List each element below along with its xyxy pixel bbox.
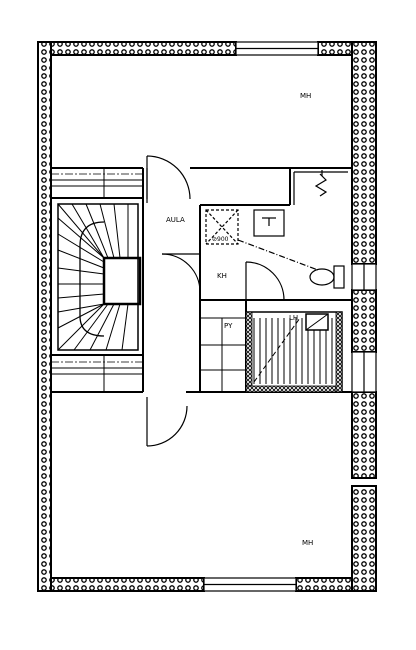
interior-walls [51, 167, 352, 393]
towel-rail-icon [314, 173, 328, 197]
sauna [245, 311, 343, 393]
wall-right-2 [351, 289, 377, 353]
room-label-lh: LH [289, 314, 298, 322]
wall-top-left [37, 41, 237, 56]
sauna-wall-hatch-bottom [245, 385, 343, 393]
shower-size-label: ⊘900 [212, 236, 229, 243]
wall-right-4 [351, 485, 377, 592]
staircase [57, 203, 142, 351]
wall-bottom-left [37, 577, 205, 592]
shower-area [205, 209, 239, 245]
hidden-lines [51, 173, 143, 363]
room-label-aula: AULA [166, 216, 185, 224]
door-wc[interactable] [161, 253, 201, 293]
partition-details [51, 168, 143, 392]
outer-walls [37, 41, 377, 592]
stair-well [102, 256, 142, 306]
window-right-2 [351, 351, 377, 393]
windows [203, 41, 377, 592]
sink-icon [253, 209, 285, 237]
sauna-wall-hatch-left [245, 311, 253, 393]
window-bottom [203, 577, 297, 592]
doors [146, 155, 285, 447]
closets [200, 317, 246, 392]
labels: MH AULA KH PY LH ⊘900 MH [166, 92, 313, 547]
window-right-1 [351, 263, 377, 291]
door-lower-bedroom[interactable] [146, 397, 188, 447]
bathroom-fixtures [205, 170, 348, 289]
room-label-mh-bottom: MH [302, 539, 313, 547]
sauna-wall-hatch-right [335, 311, 343, 393]
window-top [235, 41, 319, 56]
toilet-icon [309, 265, 345, 289]
room-label-py: PY [224, 322, 233, 330]
door-bathroom[interactable] [245, 261, 285, 301]
wall-right-3 [351, 391, 377, 479]
wall-left [37, 41, 52, 592]
room-label-kh: KH [217, 272, 227, 280]
door-upper-bedroom[interactable] [146, 155, 191, 206]
room-label-mh-top: MH [300, 92, 311, 100]
wall-right-1 [351, 41, 377, 265]
